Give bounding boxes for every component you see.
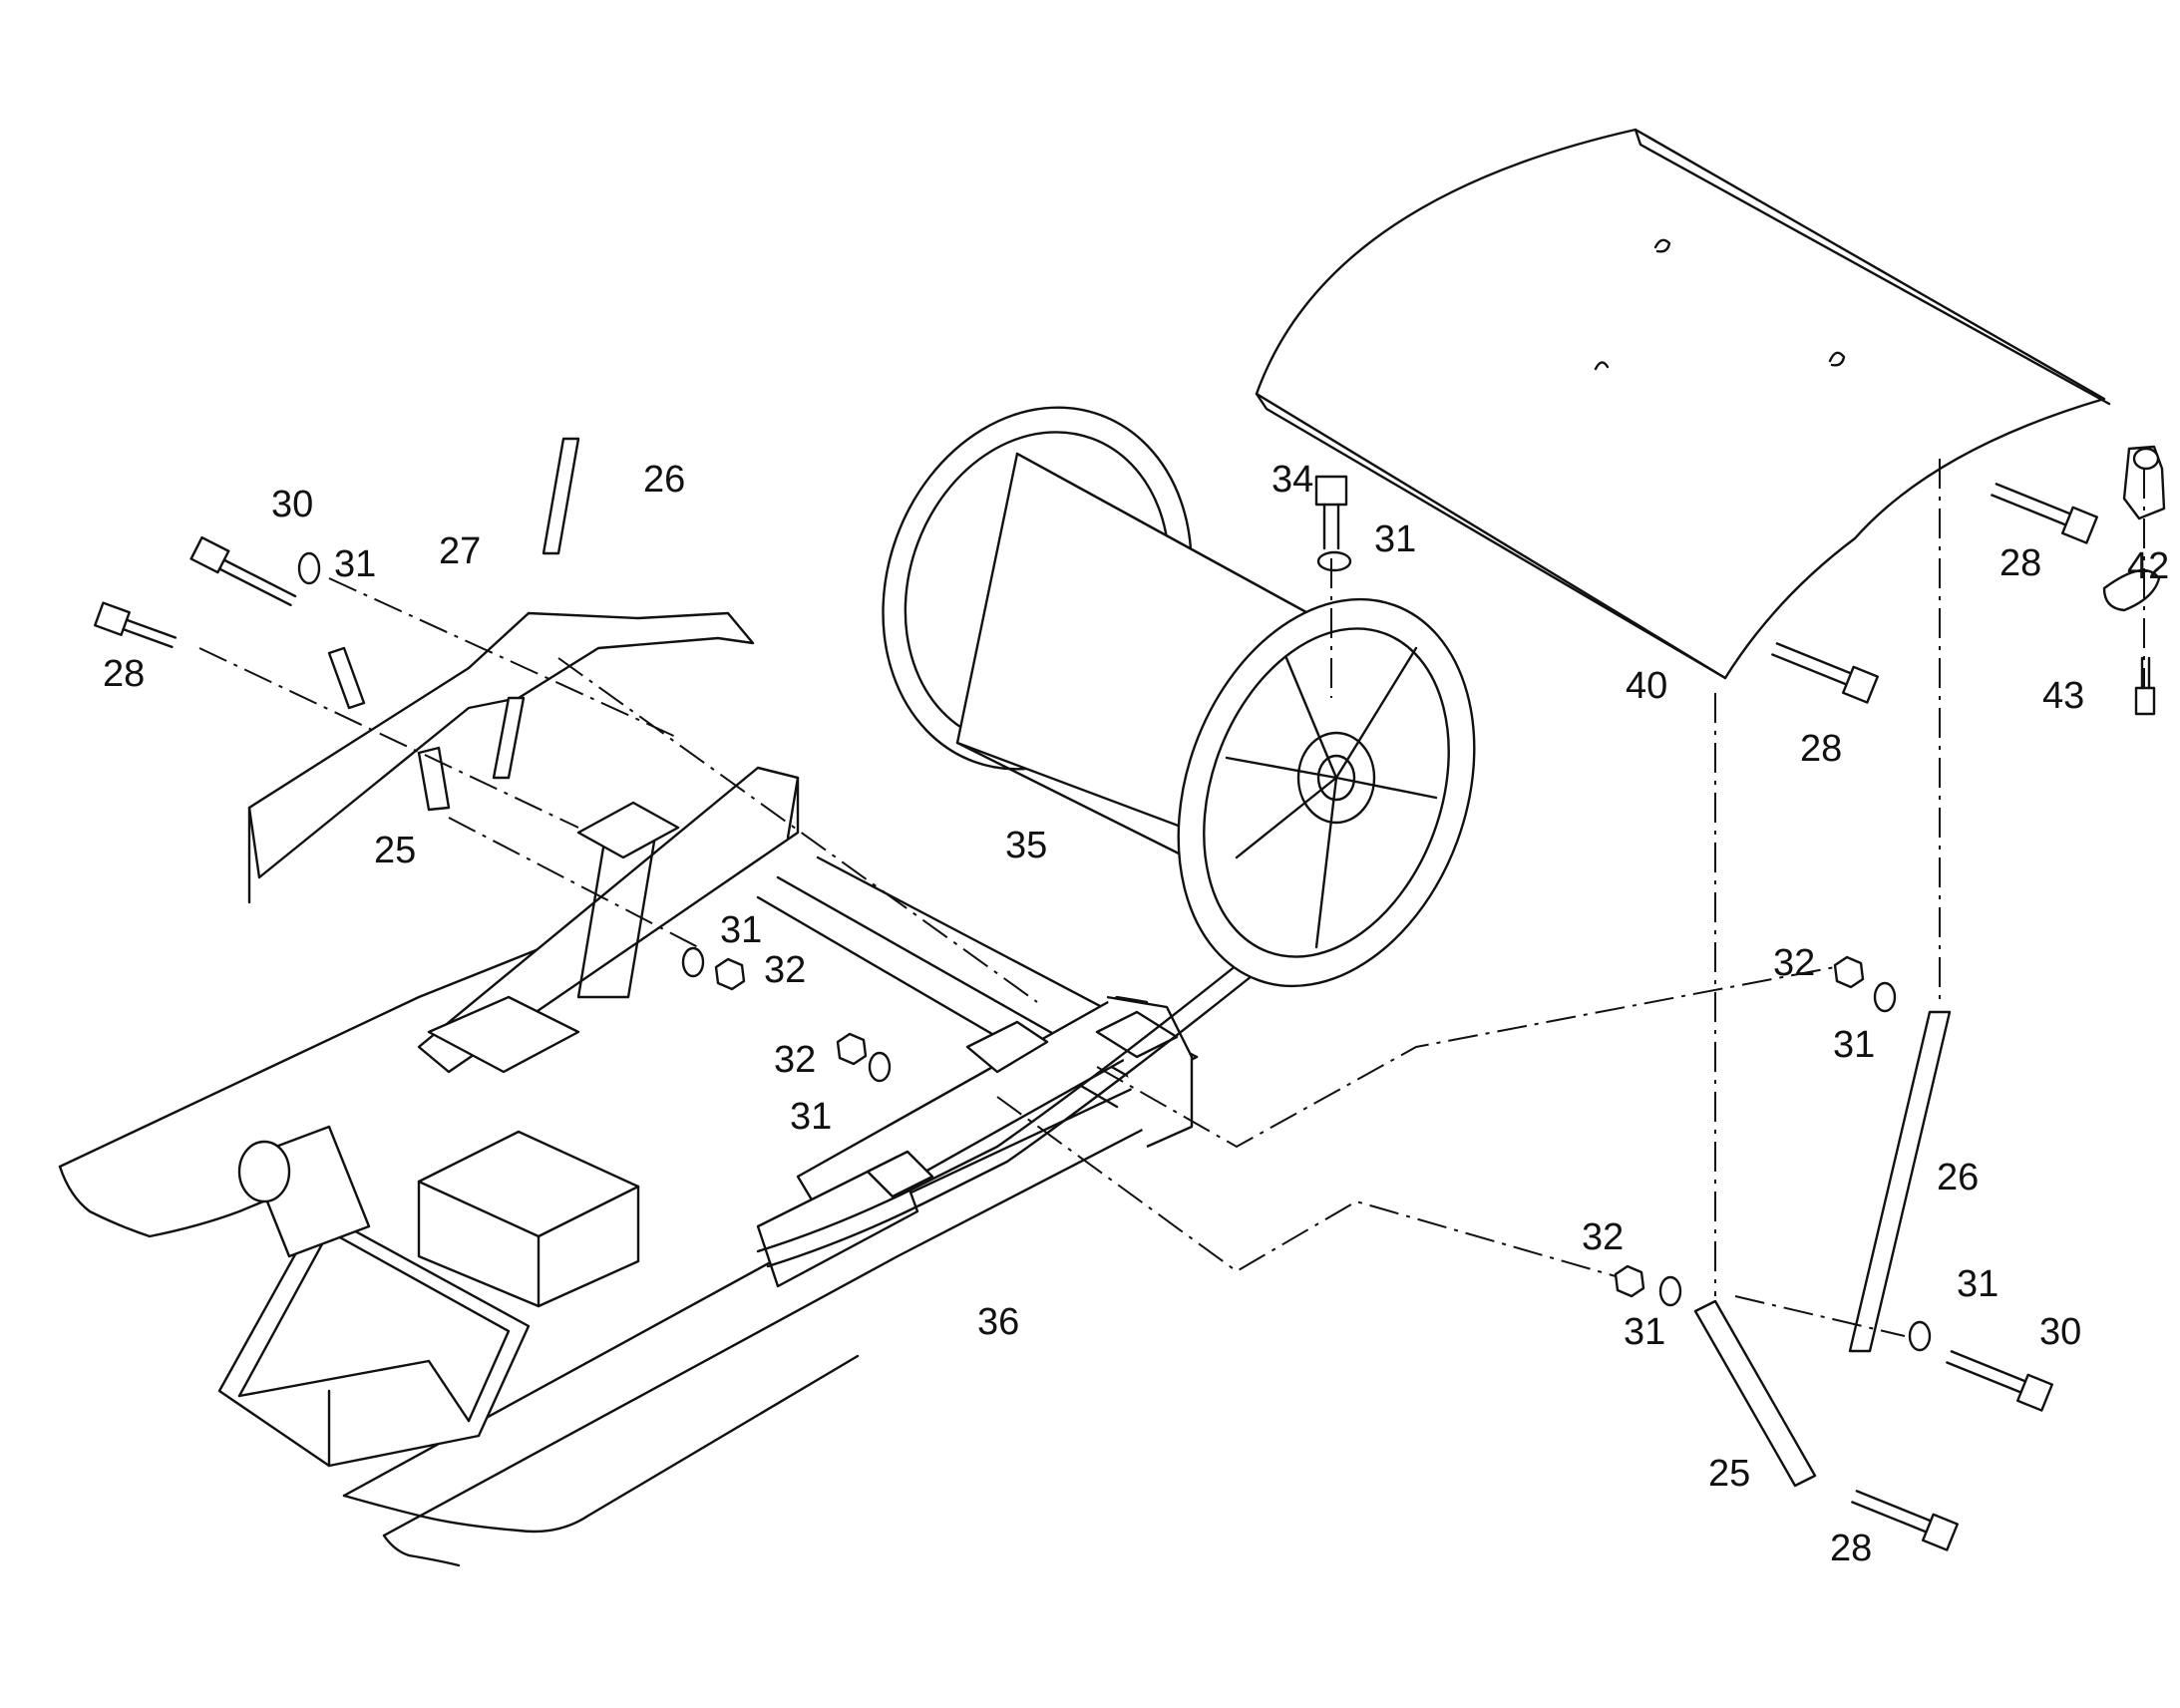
callout-30-left: 30 <box>271 484 313 525</box>
callout-31-right-top: 31 <box>1833 1024 1875 1066</box>
hardware <box>94 445 2166 1551</box>
callout-28-left: 28 <box>103 653 145 695</box>
callout-25-left: 25 <box>374 830 416 871</box>
callout-26-right: 26 <box>1937 1157 1979 1198</box>
assembly-lines <box>198 459 2145 1337</box>
callout-26-left: 26 <box>643 459 685 501</box>
callout-31-right-bottom: 31 <box>1624 1311 1665 1353</box>
callout-labels: 30 31 27 26 28 25 31 32 32 31 36 35 34 3… <box>103 459 2169 1569</box>
machine-frame <box>58 766 1318 1567</box>
callout-31-center: 31 <box>790 1096 832 1138</box>
callout-40: 40 <box>1626 665 1667 707</box>
callout-43: 43 <box>2042 675 2084 717</box>
callout-36: 36 <box>977 1301 1019 1343</box>
callout-28-cover-bottom: 28 <box>1800 728 1842 770</box>
callout-28-cover-top: 28 <box>1999 542 2041 584</box>
callout-27: 27 <box>439 530 481 572</box>
callout-28-right-bottom: 28 <box>1830 1528 1872 1569</box>
drum-cover <box>1255 128 2111 680</box>
right-straps <box>1693 1010 1952 1488</box>
callout-32-right-bottom: 32 <box>1582 1216 1624 1258</box>
callout-31-drum: 31 <box>1374 518 1416 560</box>
callout-32-right-top: 32 <box>1773 942 1815 984</box>
callout-35: 35 <box>1005 825 1047 866</box>
callout-32-center: 32 <box>774 1039 816 1081</box>
callout-31-left: 31 <box>334 543 376 585</box>
callout-31-center-top: 31 <box>720 909 762 951</box>
left-bracket <box>247 437 755 904</box>
callout-42: 42 <box>2127 545 2169 587</box>
callout-31-right: 31 <box>1957 1263 1998 1305</box>
cable-drum <box>882 406 1476 988</box>
callout-25-right: 25 <box>1708 1453 1750 1495</box>
callout-34: 34 <box>1272 459 1313 501</box>
callout-32-center-top: 32 <box>764 949 806 991</box>
callout-30-right: 30 <box>2039 1311 2081 1353</box>
